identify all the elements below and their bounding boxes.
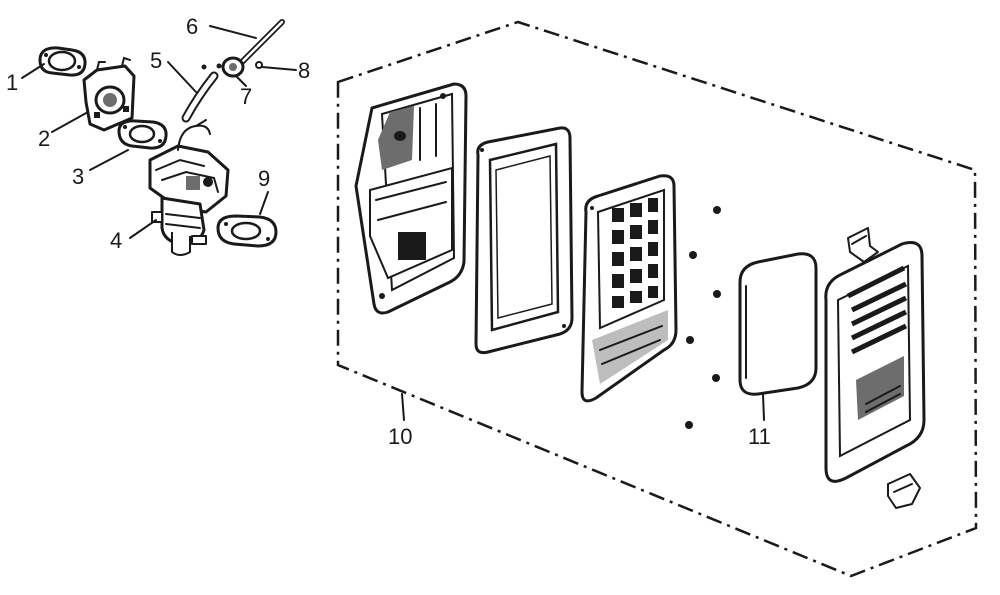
filter-grid-holder: [580, 174, 678, 403]
callout-1: 1: [6, 70, 18, 95]
part-9-gasket: [216, 214, 278, 248]
callout-4: 4: [110, 228, 122, 253]
element-seal-frame: [474, 126, 574, 355]
part-8-clip: [255, 61, 263, 69]
callout-11: 11: [748, 424, 771, 449]
part-7-fuel-filter: [216, 56, 245, 78]
part-2-insulator: [82, 56, 136, 132]
part-6-fuel-line: [237, 19, 285, 67]
cover-clip-top: [847, 227, 879, 263]
callout-9: 9: [258, 166, 270, 191]
cover-clip-bottom: [887, 473, 921, 509]
leader-lines: [21, 25, 765, 421]
callout-7: 7: [240, 84, 252, 109]
part-1-gasket: [38, 46, 87, 77]
callout-3: 3: [72, 164, 84, 189]
air-cleaner-cover: [824, 241, 926, 483]
callout-2: 2: [38, 126, 50, 151]
callout-10: 10: [388, 424, 412, 449]
part-3-gasket: [117, 119, 168, 150]
air-cleaner-case: [354, 82, 468, 315]
part-11-foam-element: [738, 252, 818, 396]
callout-5: 5: [150, 48, 162, 73]
filter-grid: [612, 198, 658, 308]
part-4-carburetor: [148, 119, 230, 256]
callout-6: 6: [186, 14, 198, 39]
assembly-boundary: [336, 20, 978, 578]
nuts-column: [685, 206, 721, 429]
callouts: 1 2 3 4 5 6 7 8 9 10 11: [6, 14, 771, 449]
part-5-fuel-hose: [181, 64, 219, 123]
callout-8: 8: [298, 58, 310, 83]
